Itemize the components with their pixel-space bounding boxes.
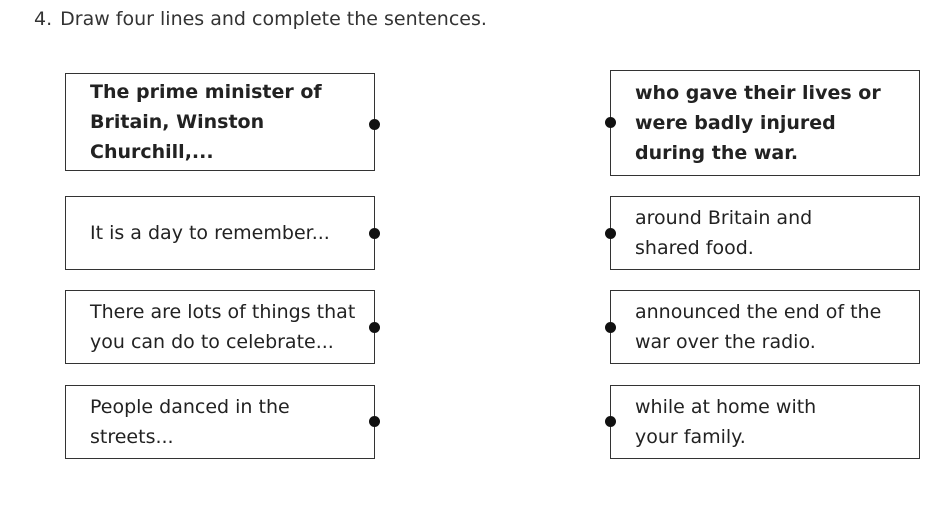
right-dot-4[interactable] xyxy=(605,416,616,427)
right-box-2: around Britain and shared food. xyxy=(610,196,920,270)
right-box-2-text: around Britain and shared food. xyxy=(635,207,813,259)
question-number: 4. xyxy=(34,8,53,30)
left-box-1-text: The prime minister of Britain, Winston C… xyxy=(90,81,322,163)
right-dot-2[interactable] xyxy=(605,228,616,239)
right-box-1-text: who gave their lives or were badly injur… xyxy=(635,82,881,164)
right-box-3-text: announced the end of the war over the ra… xyxy=(635,301,882,353)
left-dot-3[interactable] xyxy=(369,322,380,333)
left-dot-4[interactable] xyxy=(369,416,380,427)
left-box-4: People danced in the streets... xyxy=(65,385,375,459)
right-box-3: announced the end of the war over the ra… xyxy=(610,290,920,364)
left-dot-1[interactable] xyxy=(369,119,380,130)
left-box-2-text: It is a day to remember... xyxy=(90,222,330,244)
left-box-2: It is a day to remember... xyxy=(65,196,375,270)
right-box-4: while at home with your family. xyxy=(610,385,920,459)
question-text: Draw four lines and complete the sentenc… xyxy=(60,8,487,30)
left-box-3: There are lots of things that you can do… xyxy=(65,290,375,364)
question-heading: 4. Draw four lines and complete the sente… xyxy=(34,8,487,30)
left-box-4-text: People danced in the streets... xyxy=(90,396,290,448)
right-dot-1[interactable] xyxy=(605,117,616,128)
right-box-1: who gave their lives or were badly injur… xyxy=(610,70,920,176)
left-box-3-text: There are lots of things that you can do… xyxy=(90,301,356,353)
left-dot-2[interactable] xyxy=(369,228,380,239)
right-dot-3[interactable] xyxy=(605,322,616,333)
right-box-4-text: while at home with your family. xyxy=(635,396,817,448)
left-box-1: The prime minister of Britain, Winston C… xyxy=(65,73,375,171)
